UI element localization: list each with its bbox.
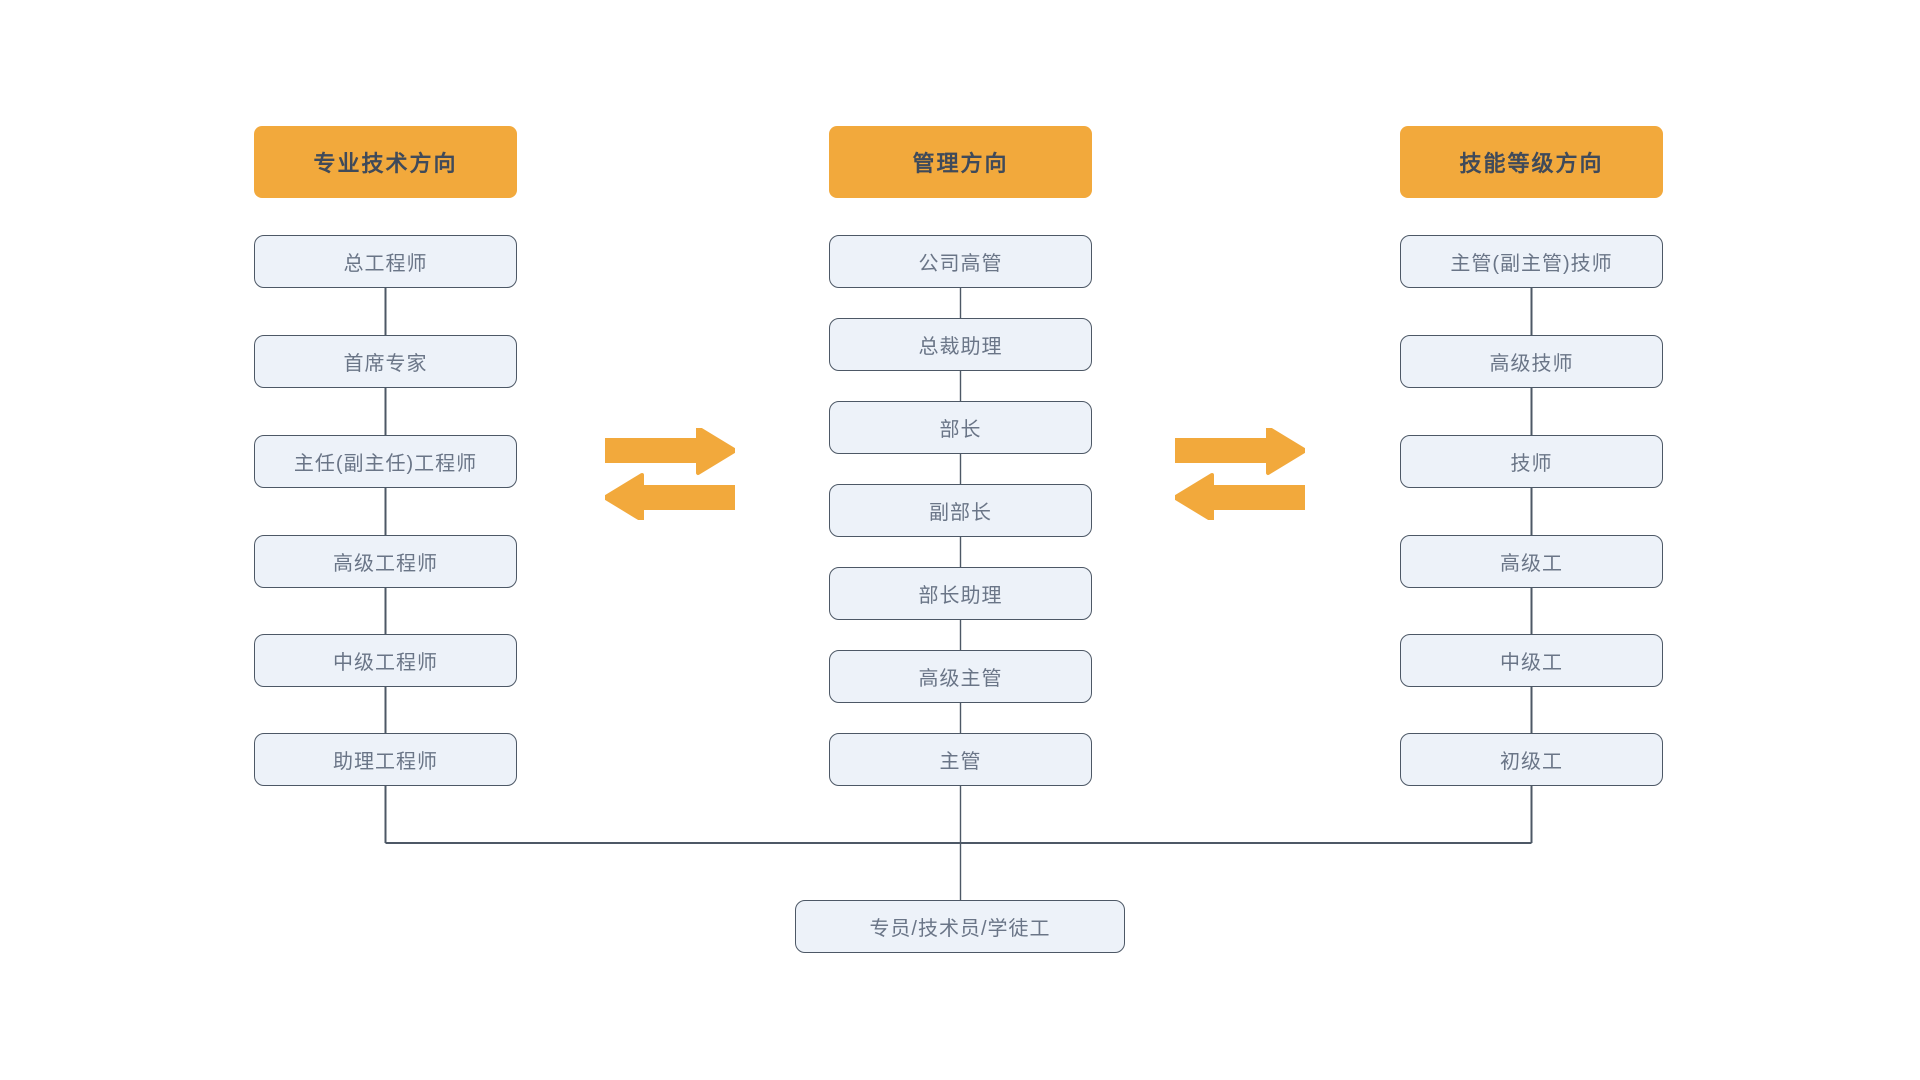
- level-node: 中级工: [1400, 634, 1663, 687]
- level-node: 高级技师: [1400, 335, 1663, 388]
- level-node: 技师: [1400, 435, 1663, 488]
- level-node: 公司高管: [829, 235, 1092, 288]
- level-node: 副部长: [829, 484, 1092, 537]
- level-node: 高级工程师: [254, 535, 517, 588]
- bidirectional-arrows-icon: [605, 428, 735, 520]
- level-node: 主管: [829, 733, 1092, 786]
- level-node: 部长: [829, 401, 1092, 454]
- level-node: 总裁助理: [829, 318, 1092, 371]
- level-node: 部长助理: [829, 567, 1092, 620]
- bidirectional-arrows-icon: [1175, 428, 1305, 520]
- base-node: 专员/技术员/学徒工: [795, 900, 1125, 953]
- level-node: 总工程师: [254, 235, 517, 288]
- level-node: 初级工: [1400, 733, 1663, 786]
- level-node: 主管(副主管)技师: [1400, 235, 1663, 288]
- level-node: 中级工程师: [254, 634, 517, 687]
- level-node: 主任(副主任)工程师: [254, 435, 517, 488]
- level-node: 首席专家: [254, 335, 517, 388]
- level-node: 助理工程师: [254, 733, 517, 786]
- column-header-professional-technical: 专业技术方向: [254, 126, 517, 198]
- level-node: 高级主管: [829, 650, 1092, 703]
- column-header-skill-level: 技能等级方向: [1400, 126, 1663, 198]
- level-node: 高级工: [1400, 535, 1663, 588]
- column-header-management: 管理方向: [829, 126, 1092, 198]
